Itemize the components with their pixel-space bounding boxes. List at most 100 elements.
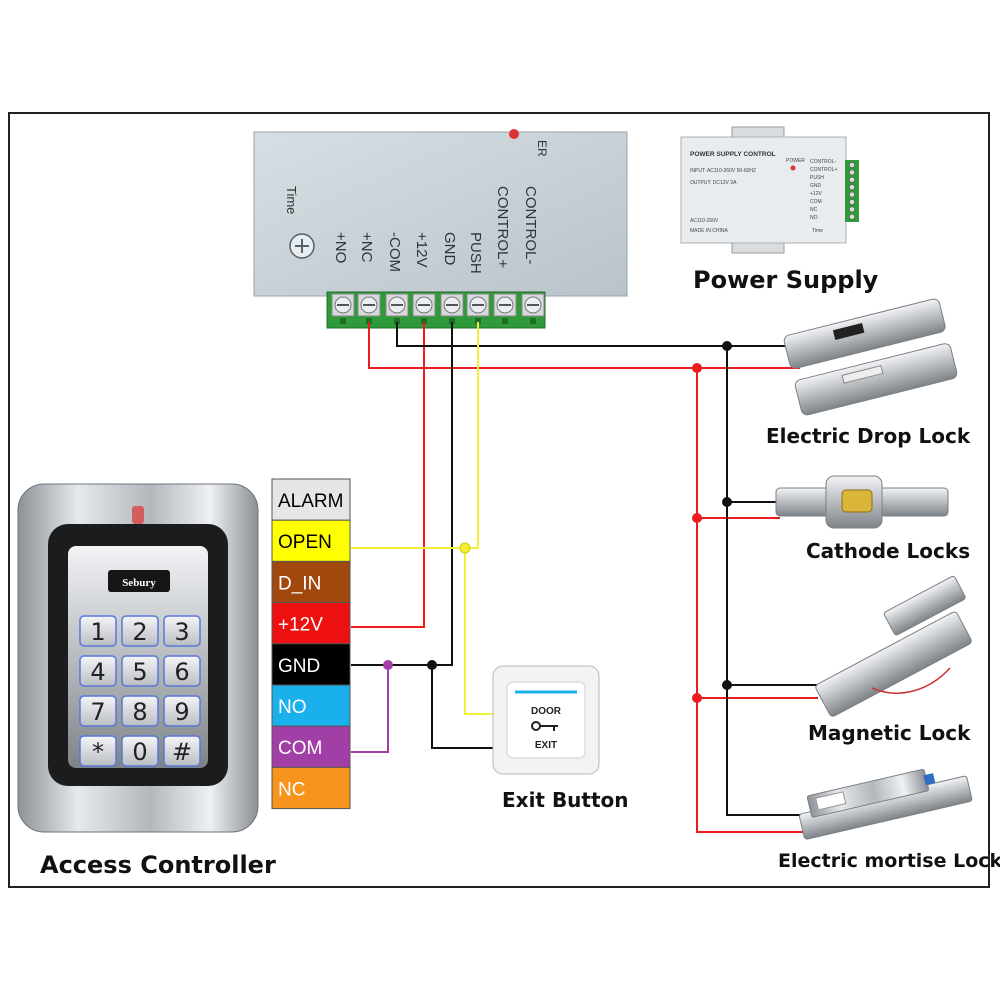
keypad-key[interactable]: 5 xyxy=(121,655,159,687)
red-wire-controller xyxy=(351,322,425,628)
psu-terminal-label: +12V xyxy=(413,232,430,267)
small-psu-input: INPUT: AC110-260V 50-60HZ xyxy=(690,168,756,174)
terminal-screw-icon xyxy=(357,293,381,324)
red-wire-to-locks xyxy=(368,322,800,369)
psu-terminal-block xyxy=(331,293,545,324)
terminal-gnd: GND xyxy=(271,643,351,686)
small-psu-title: POWER SUPPLY CONTROL xyxy=(690,151,776,158)
keypad-key[interactable]: 8 xyxy=(121,695,159,727)
small-psu-power: POWER xyxy=(786,158,805,164)
keypad-key-label: 7 xyxy=(90,698,105,726)
controller-terminal-strip: ALARM OPEN D_IN +12V GND NO COM NC xyxy=(271,478,351,810)
small-psu-made-in: MADE IN CHINA xyxy=(690,228,728,234)
psu-terminal-label: +NO xyxy=(332,232,349,263)
keypad-key[interactable]: * xyxy=(79,735,117,767)
psu-terminal-label: -COM xyxy=(386,232,403,272)
keypad-key-label: 3 xyxy=(174,618,189,646)
small-psu-terminal-label: GND xyxy=(810,183,822,189)
drop-lock-label: Electric Drop Lock xyxy=(766,424,971,448)
keypad-key-label: 5 xyxy=(132,658,147,686)
terminal-label: D_IN xyxy=(278,573,321,594)
terminal-label: COM xyxy=(278,738,322,759)
small-psu-rating: AC110-260V xyxy=(690,218,719,224)
terminal-label: +12V xyxy=(278,615,323,636)
electric-drop-lock xyxy=(783,298,958,416)
terminal-open: OPEN xyxy=(271,519,351,562)
keypad-key-label: 8 xyxy=(132,698,147,726)
psu-terminal-label: +NC xyxy=(358,232,375,263)
key-icon xyxy=(531,721,558,731)
access-controller-label: Access Controller xyxy=(40,851,276,879)
psu-terminal-labels: +NO +NC -COM +12V GND PUSH CONTROL+ CONTROL- xyxy=(332,186,539,274)
keypad-key[interactable]: 2 xyxy=(121,615,159,647)
exit-button-label: Exit Button xyxy=(502,788,629,812)
terminal-nc: NC xyxy=(271,766,351,810)
terminal-label: NO xyxy=(278,697,307,718)
keypad-key[interactable]: 1 xyxy=(79,615,117,647)
terminal-label: GND xyxy=(278,656,320,677)
terminal-screw-icon xyxy=(331,293,355,324)
terminal-screw-icon xyxy=(521,293,545,324)
psu-timer-label: Time xyxy=(284,186,299,214)
black-lock-bus xyxy=(726,346,808,816)
keypad-key[interactable]: 3 xyxy=(163,615,201,647)
keypad-key[interactable]: 7 xyxy=(79,695,117,727)
black-wire-psu-gnd xyxy=(432,322,453,666)
magnetic-lock-label: Magnetic Lock xyxy=(808,721,971,745)
yellow-wire-exit xyxy=(464,548,494,715)
terminal-label: ALARM xyxy=(278,491,343,512)
electric-mortise-lock xyxy=(798,768,973,840)
psu-power-label: ER xyxy=(535,140,549,157)
terminal-screw-icon xyxy=(412,293,436,324)
purple-wire-com xyxy=(351,665,389,753)
keypad-key[interactable]: 9 xyxy=(163,695,201,727)
keypad-key[interactable]: # xyxy=(163,735,201,767)
power-supply-label: Power Supply xyxy=(693,266,879,294)
terminal-screw-icon xyxy=(493,293,517,324)
exit-button[interactable]: DOOR EXIT xyxy=(492,665,600,775)
power-supply-unit: ER Time +NO +NC -COM +12V GND PUSH CONTROL+ CON… xyxy=(253,129,628,329)
power-supply-photo: POWER SUPPLY CONTROL POWER INPUT: AC110-… xyxy=(680,126,859,254)
psu-terminal-label: CONTROL- xyxy=(522,186,539,264)
mortise-lock-label: Electric mortise Lock xyxy=(778,850,1000,872)
exit-plate-door: DOOR xyxy=(531,706,562,717)
diagram-frame xyxy=(8,112,990,888)
terminal-alarm: ALARM xyxy=(271,478,351,521)
keypad-key-label: 0 xyxy=(132,738,147,766)
wire-junctions xyxy=(383,341,732,703)
small-psu-timer: Time xyxy=(812,228,823,234)
small-psu-terminal-label: CONTROL+ xyxy=(810,167,837,173)
small-psu-terminal-label: CONTROL- xyxy=(810,159,836,165)
small-psu-terminal-label: +12V xyxy=(810,191,822,197)
terminal-din: D_IN xyxy=(271,560,351,604)
small-psu-terminal-label: PUSH xyxy=(810,175,824,181)
terminal-label: NC xyxy=(278,779,305,800)
psu-terminal-label: PUSH xyxy=(467,232,484,274)
small-psu-terminal-label: COM xyxy=(810,199,822,205)
magnetic-lock xyxy=(815,575,972,717)
keypad-key[interactable]: 4 xyxy=(79,655,117,687)
keypad-key-label: * xyxy=(92,738,104,766)
terminal-no: NO xyxy=(271,684,351,727)
keypad-key[interactable]: 0 xyxy=(121,735,159,767)
psu-terminal-label: CONTROL+ xyxy=(494,186,511,268)
psu-terminal-label: GND xyxy=(441,232,458,266)
black-wire-exit xyxy=(431,665,494,749)
terminal-label: OPEN xyxy=(278,532,332,553)
keypad-key-label: 6 xyxy=(174,658,189,686)
keypad-key-label: # xyxy=(172,738,192,766)
keypad-key-label: 9 xyxy=(174,698,189,726)
terminal-screw-icon xyxy=(466,293,490,324)
keypad-key-label: 1 xyxy=(90,618,105,646)
small-psu-terminal-label: NC xyxy=(810,207,818,213)
terminal-screw-icon xyxy=(440,293,464,324)
keypad-key[interactable]: 6 xyxy=(163,655,201,687)
controller-brand: Sebury xyxy=(122,577,156,589)
terminal-12v: +12V xyxy=(271,602,351,645)
timer-knob-icon[interactable] xyxy=(289,233,315,259)
small-psu-terminal-label: NO xyxy=(810,215,818,221)
yellow-wire-open xyxy=(351,322,479,549)
